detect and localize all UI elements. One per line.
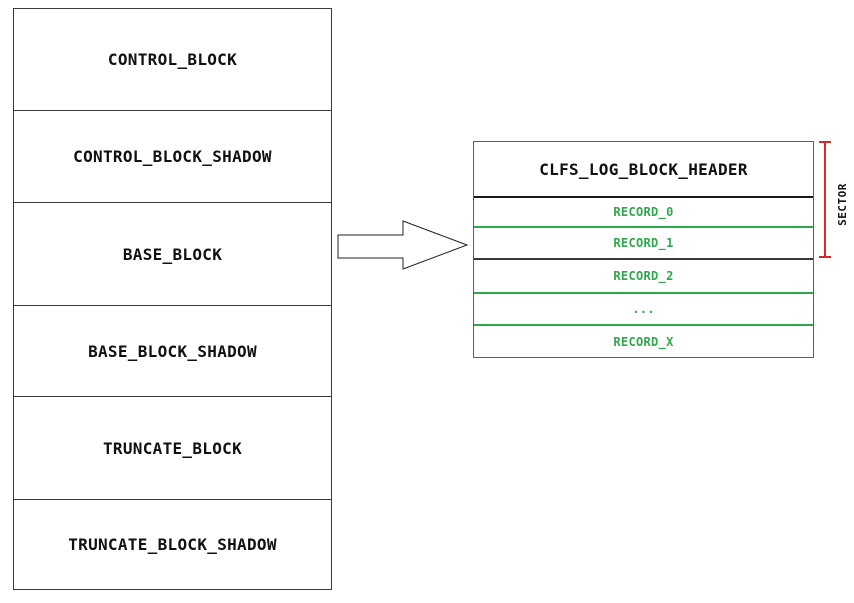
sector-label: SECTOR xyxy=(830,176,854,232)
clfs-file-block-stack: CONTROL_BLOCK CONTROL_BLOCK_SHADOW BASE_… xyxy=(13,8,332,590)
record-row-2: RECORD_2 xyxy=(474,260,813,294)
base-block: BASE_BLOCK xyxy=(14,203,331,306)
sector-label-text: SECTOR xyxy=(835,182,849,226)
base-block-shadow: BASE_BLOCK_SHADOW xyxy=(14,306,331,397)
control-block: CONTROL_BLOCK xyxy=(14,9,331,111)
control-block-shadow: CONTROL_BLOCK_SHADOW xyxy=(14,111,331,203)
arrow-shape xyxy=(337,220,469,270)
sector-bracket-icon xyxy=(819,141,831,258)
record-row-ellipsis: ... xyxy=(474,294,813,326)
truncate-block-shadow: TRUNCATE_BLOCK_SHADOW xyxy=(68,535,277,554)
log-block: CLFS_LOG_BLOCK_HEADER RECORD_0 RECORD_1 … xyxy=(473,141,814,358)
truncate-block: TRUNCATE_BLOCK xyxy=(14,397,331,500)
log-block-header: CLFS_LOG_BLOCK_HEADER xyxy=(474,142,813,198)
record-row-1: RECORD_1 xyxy=(474,228,813,260)
record-row-0: RECORD_0 xyxy=(474,198,813,228)
record-row-x: RECORD_X xyxy=(613,334,674,349)
right-arrow-icon xyxy=(337,220,469,270)
